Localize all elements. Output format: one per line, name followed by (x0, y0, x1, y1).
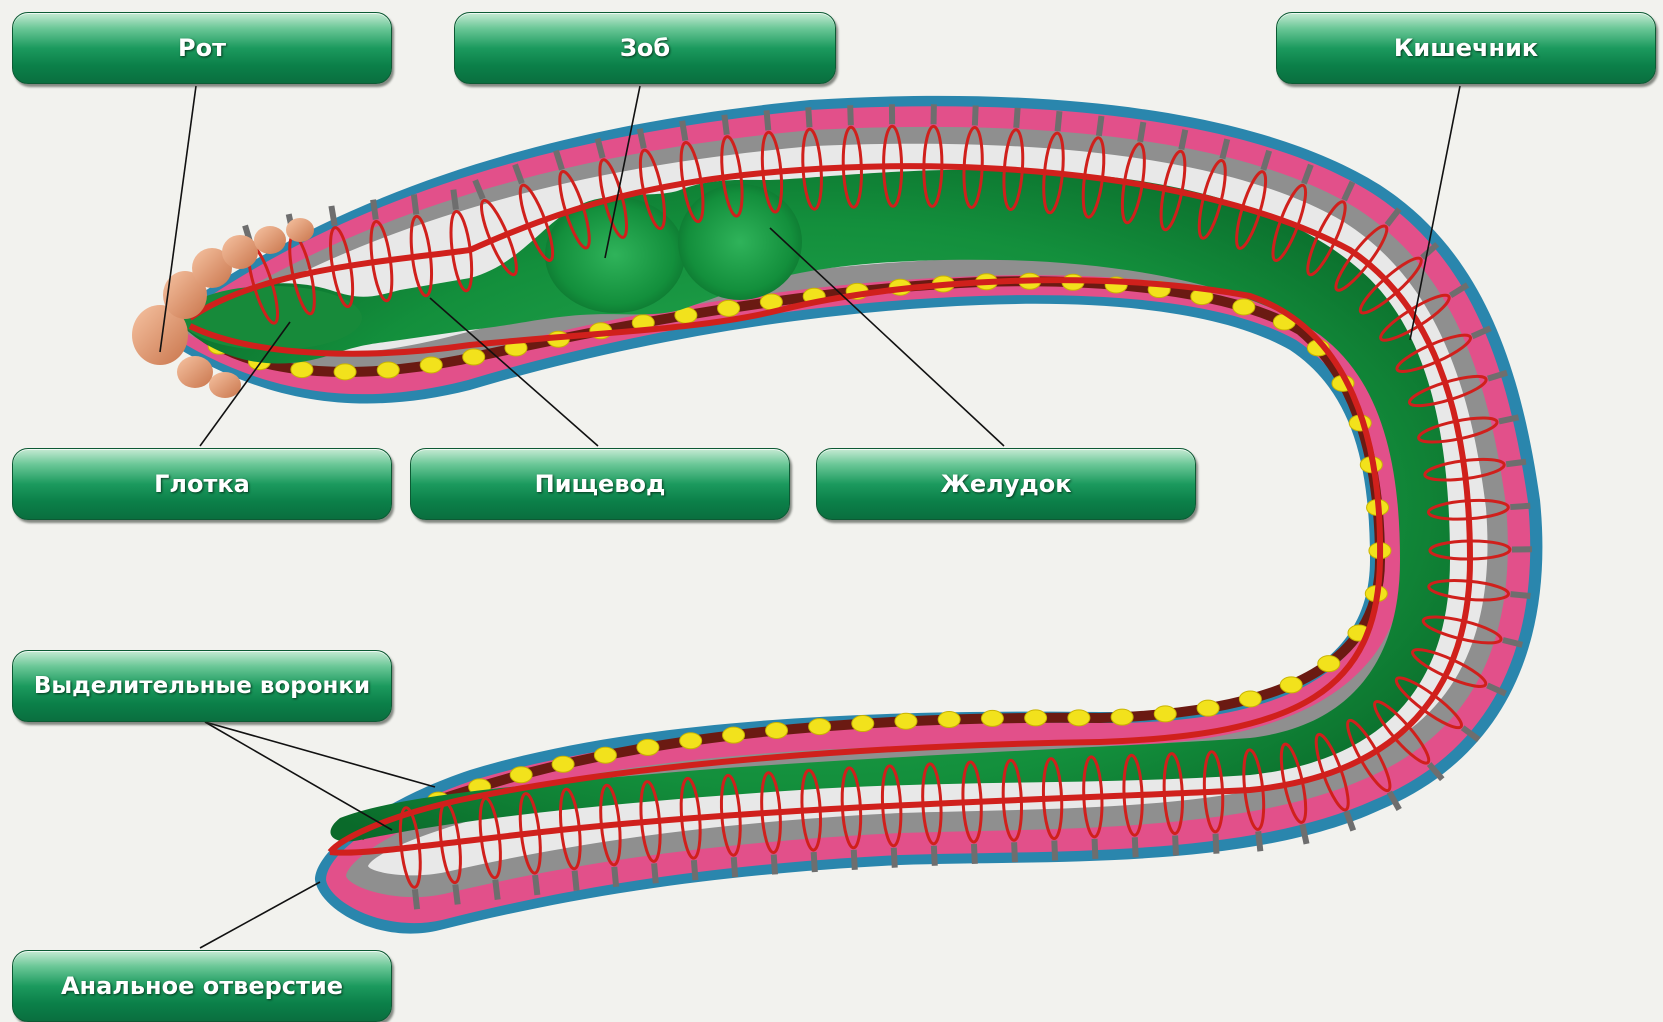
ganglion (809, 719, 831, 735)
ganglion (1239, 691, 1261, 707)
septum (1213, 834, 1220, 854)
ganglion (1280, 677, 1302, 693)
septum (1011, 842, 1018, 862)
septum (851, 850, 858, 870)
septum (771, 854, 778, 874)
ganglion (718, 300, 740, 316)
ganglion (938, 712, 960, 728)
septum (931, 846, 938, 866)
septum (889, 104, 895, 124)
septum (971, 844, 978, 864)
septum (811, 852, 818, 872)
septum (972, 105, 979, 125)
ganglion (552, 756, 574, 772)
pharynx-shape (182, 286, 362, 350)
ganglion (334, 364, 356, 380)
pointer-nephridia-1 (205, 722, 435, 787)
septum (805, 107, 812, 127)
septum (1512, 546, 1532, 552)
label-intestine: Кишечник (1276, 12, 1656, 84)
pointer-anus (200, 882, 320, 948)
label-pharynx: Глотка (12, 448, 392, 520)
label-anus: Анальное отверстие (12, 950, 392, 1022)
septum (1172, 835, 1179, 855)
ganglion (981, 710, 1003, 726)
ganglion (1111, 709, 1133, 725)
label-esophagus: Пищевод (410, 448, 790, 520)
ganglion (1197, 700, 1219, 716)
septum (1132, 837, 1139, 857)
septum (1051, 840, 1058, 860)
ganglion (291, 362, 313, 378)
stomach-shape (678, 184, 802, 300)
label-crop: Зоб (454, 12, 836, 84)
ganglion (1025, 710, 1047, 726)
ganglion (1233, 299, 1255, 315)
label-nephridia: Выделительные воронки (12, 650, 392, 722)
ganglion (1068, 710, 1090, 726)
ganglion (895, 713, 917, 729)
label-mouth: Рот (12, 12, 392, 84)
ganglion (1318, 656, 1340, 672)
ganglion (680, 733, 702, 749)
ganglion (1154, 706, 1176, 722)
ganglion (377, 362, 399, 378)
ganglion (852, 716, 874, 732)
ganglion (463, 349, 485, 365)
septum (1092, 839, 1099, 859)
ganglion (766, 722, 788, 738)
septum (847, 105, 854, 125)
pointer-nephridia-2 (205, 722, 392, 830)
ganglion (594, 747, 616, 763)
ganglion (637, 739, 659, 755)
ganglion (420, 357, 442, 373)
ganglion (723, 727, 745, 743)
label-stomach: Желудок (816, 448, 1196, 520)
septum (931, 104, 937, 124)
septum (891, 848, 898, 868)
ganglion (510, 767, 532, 783)
